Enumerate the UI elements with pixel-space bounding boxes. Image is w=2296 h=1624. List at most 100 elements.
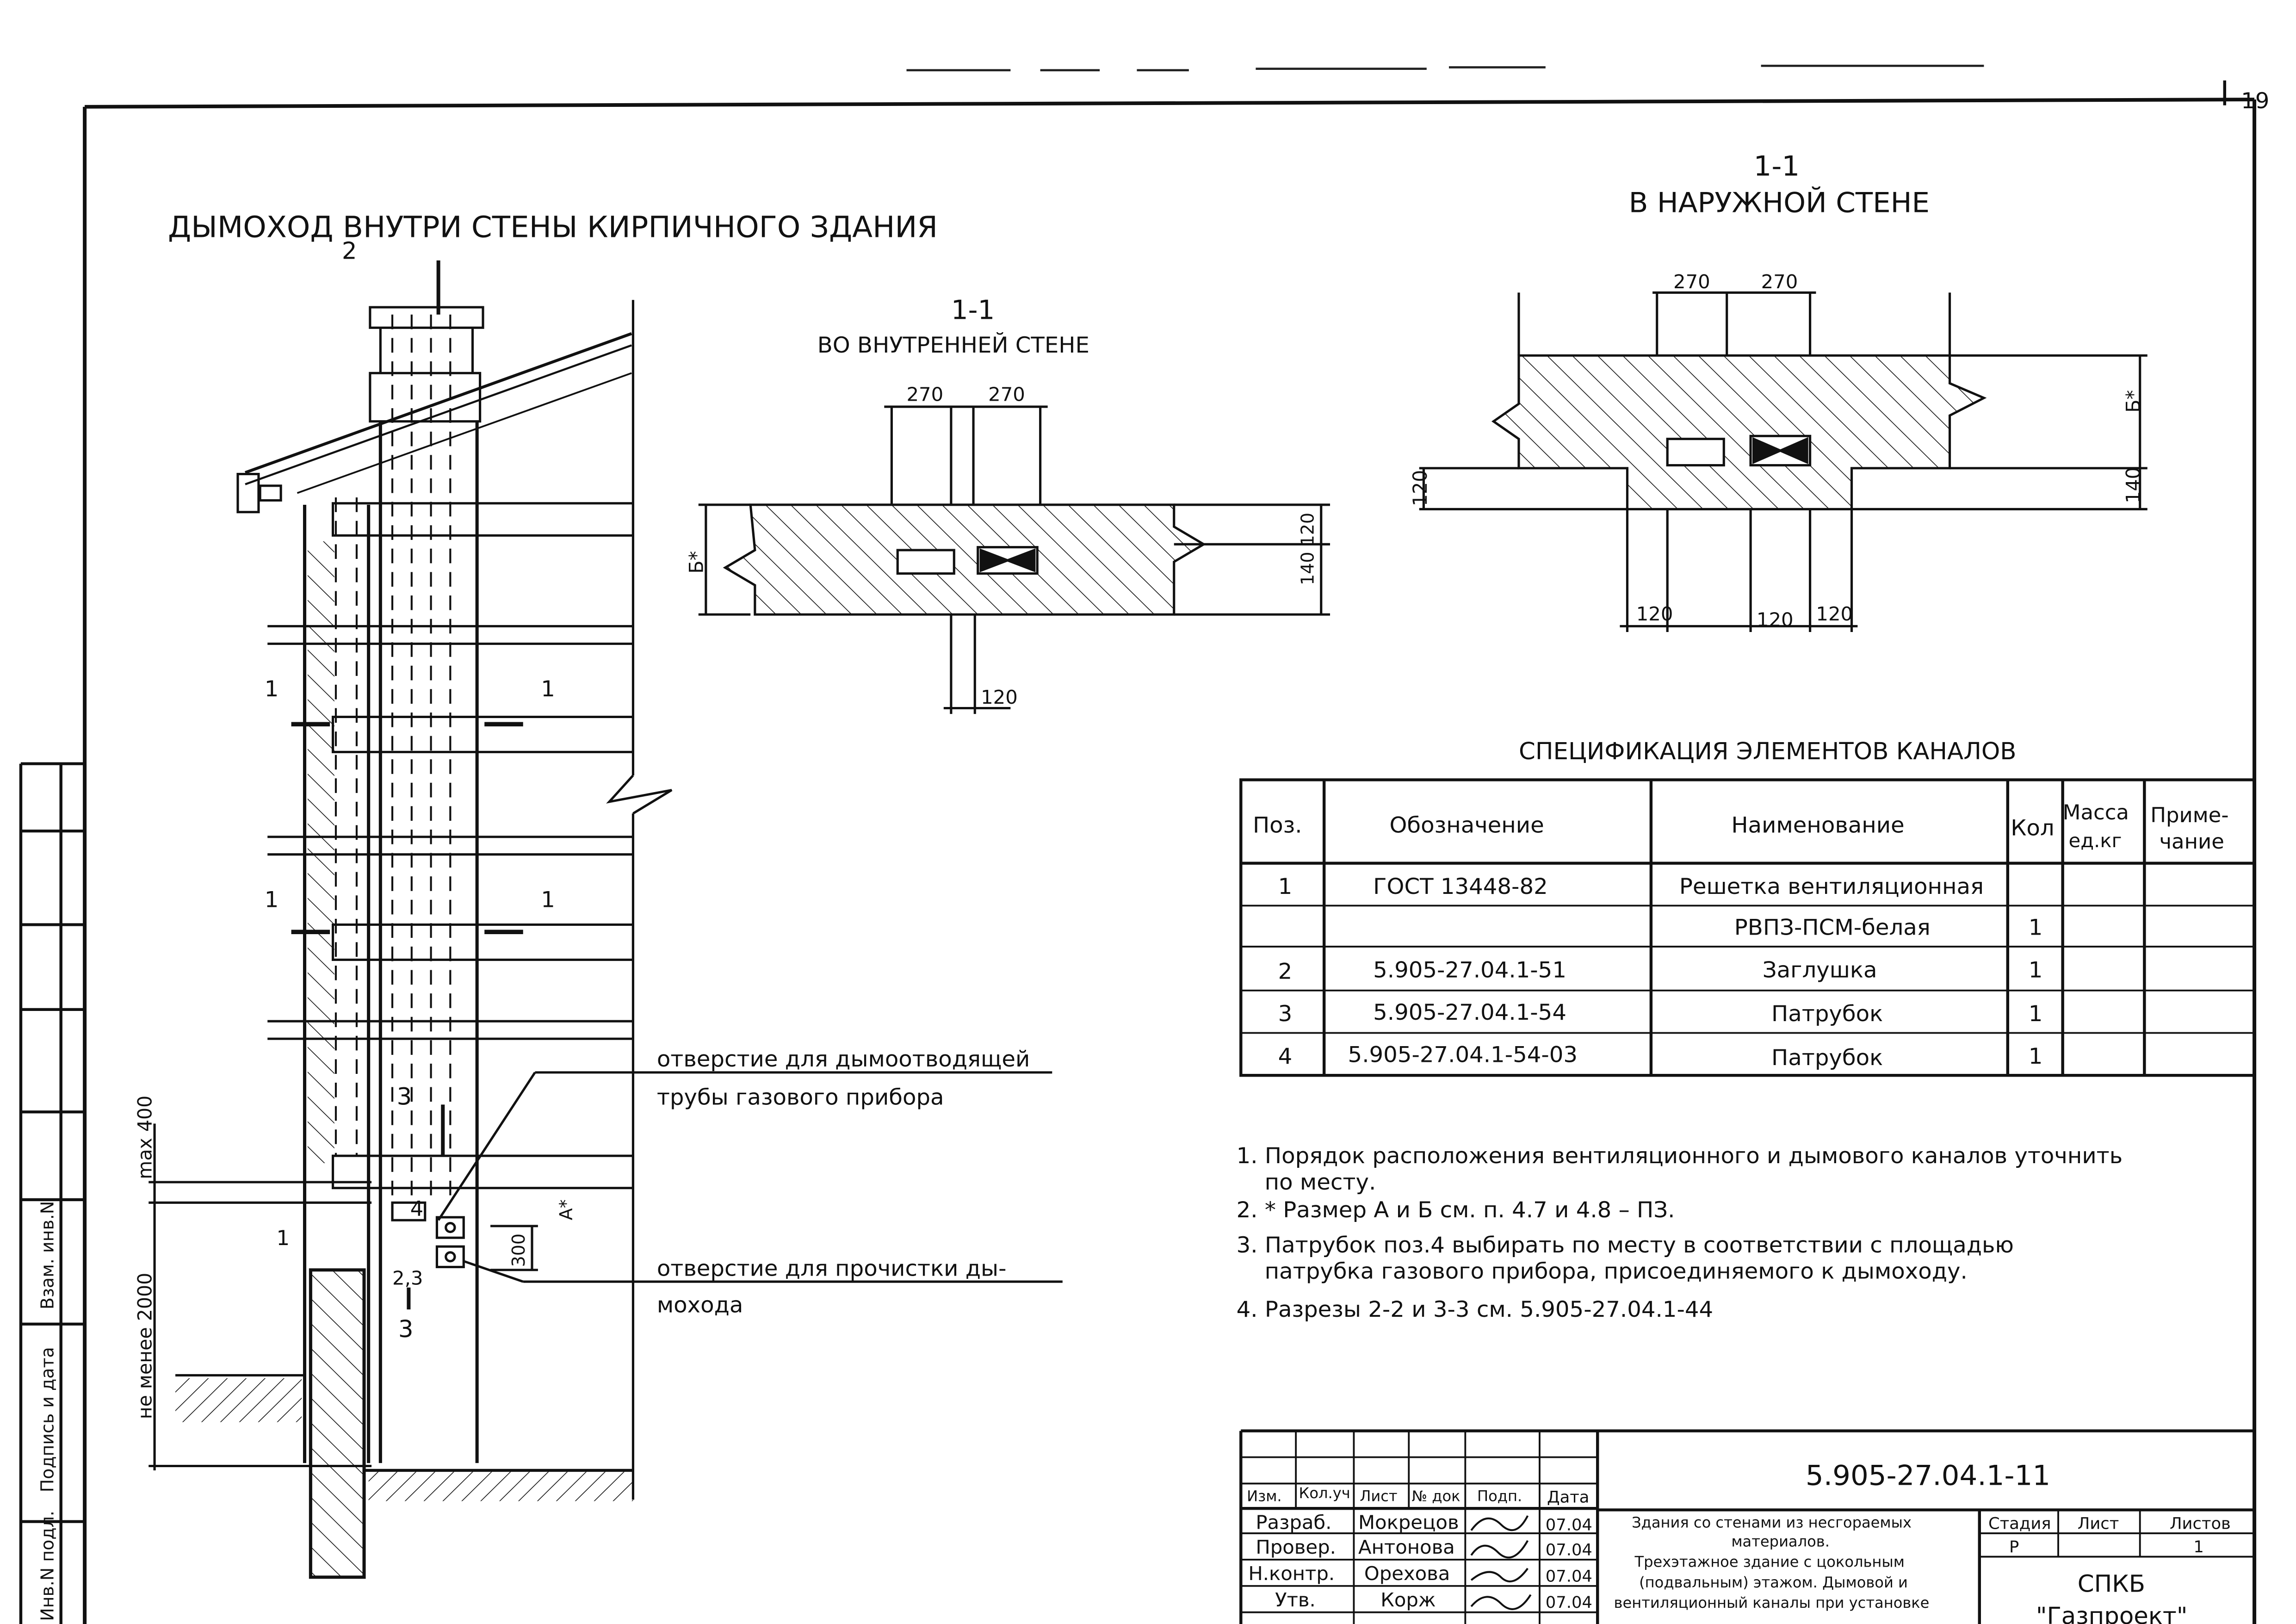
tb-date-developer: 07.04: [1546, 1516, 1592, 1535]
spec-row-2-qty: 1: [2029, 915, 2043, 941]
spec-row-4-name: Патрубок: [1771, 1002, 1883, 1027]
stamp-replace-inv: Взам. инв.N: [37, 1201, 58, 1309]
elevation-view: [149, 260, 1063, 1579]
callout-smoke-pipe-1: отверстие для дымоотводящей: [657, 1047, 1030, 1072]
title-block-description: Здания со стенами из несгораемых материа…: [1614, 1514, 1930, 1612]
notes-block: 1. Порядок расположения вентиляционного …: [1237, 1143, 2123, 1322]
outer-section-num: 1-1: [1754, 150, 1800, 182]
dim-min-2000: не менее 2000: [134, 1273, 156, 1419]
inner-dim-270b: 270: [988, 384, 1025, 406]
dim-max-400: max 400: [134, 1096, 156, 1179]
outer-wall-section: [1419, 291, 2147, 632]
callout-cleaning-1: отверстие для прочистки ды-: [657, 1256, 1007, 1282]
tb-sheet-label: Лист: [2078, 1514, 2119, 1533]
stamp-signature-date: Подпись и дата: [37, 1347, 58, 1492]
stamp-original-inv: Инв.N подл.: [37, 1511, 58, 1621]
callout-cleaning-2: мохода: [657, 1293, 743, 1318]
cut-label-2: 2: [342, 238, 357, 265]
main-title: ДЫМОХОД ВНУТРИ СТЕНЫ КИРПИЧНОГО ЗДАНИЯ: [168, 211, 938, 244]
title-block-grid: [1239, 1429, 2255, 1624]
spec-header-note-1: Приме-: [2150, 803, 2228, 827]
spec-row-1-name: Решетка вентиляционная: [1679, 874, 1984, 899]
dim-300: 300: [509, 1233, 529, 1267]
spec-row-1-pos: 1: [1278, 874, 1293, 899]
spec-header-code: Обозначение: [1389, 813, 1544, 838]
inner-dim-270a: 270: [907, 384, 944, 406]
tb-desc-line-2: материалов.: [1731, 1533, 1830, 1550]
outer-dim-b: Б*: [2122, 390, 2144, 413]
position-label-23: 2,3: [392, 1267, 423, 1289]
cut-label-3-top: 3: [397, 1084, 412, 1111]
outer-section-title: В НАРУЖНОЙ СТЕНЕ: [1629, 186, 1930, 219]
outer-dim-120b: 120: [1757, 609, 1794, 631]
tb-role-checker: Провер.: [1256, 1537, 1336, 1559]
outer-dim-120c: 120: [1816, 603, 1853, 625]
top-edge-line: [906, 64, 1984, 72]
inner-section-title: ВО ВНУТРЕННЕЙ СТЕНЕ: [817, 332, 1089, 358]
tb-stage-label: Стадия: [1988, 1514, 2051, 1533]
cut-label-1-left: 1: [265, 677, 279, 702]
callout-smoke-pipe-2: трубы газового прибора: [657, 1085, 944, 1110]
spec-row-4-pos: 3: [1278, 1002, 1293, 1027]
tb-desc-line-4: (подвальным) этажом. Дымовой и: [1639, 1574, 1908, 1591]
sheet-frame: [83, 80, 2257, 1624]
note-1-line-1: 1. Порядок расположения вентиляционного …: [1237, 1143, 2123, 1169]
note-4: 4. Разрезы 2-2 и 3-3 см. 5.905-27.04.1-4…: [1237, 1297, 1714, 1322]
tb-org-line-2: "Газпроект": [2036, 1603, 2188, 1624]
tb-header-sign: Подп.: [1477, 1488, 1522, 1505]
tb-role-approver: Утв.: [1275, 1589, 1316, 1611]
cut-label-1b-left: 1: [265, 887, 279, 913]
spec-title: СПЕЦИФИКАЦИЯ ЭЛЕМЕНТОВ КАНАЛОВ: [1519, 738, 2017, 766]
tb-org-line-1: СПКБ: [2078, 1571, 2145, 1598]
outer-dim-140: 140: [2122, 467, 2144, 503]
title-block-roles: Разраб. Мокрецов 07.04 Провер. Антонова …: [1248, 1512, 1592, 1612]
signatures: [1470, 1515, 1532, 1610]
spec-row-5-qty: 1: [2029, 1044, 2043, 1069]
tb-header-list: Лист: [1360, 1488, 1397, 1505]
tb-header-kol: Кол.уч: [1299, 1484, 1350, 1502]
spec-header-note-2: чание: [2159, 830, 2224, 854]
tb-sheets-label: Листов: [2170, 1514, 2231, 1533]
inner-dim-120: 120: [981, 686, 1018, 708]
spec-header-mass-1: Масса: [2063, 800, 2129, 824]
inner-dim-b: Б*: [685, 551, 707, 574]
tb-header-izm: Изм.: [1247, 1488, 1282, 1505]
spec-row-2-name: РВПЗ-ПСМ-белая: [1734, 915, 1931, 941]
spec-row-3-qty: 1: [2029, 958, 2043, 983]
position-label-4: 4: [410, 1197, 424, 1221]
outer-dim-120a: 120: [1636, 603, 1673, 625]
tb-date-approver: 07.04: [1546, 1593, 1592, 1612]
tb-name-checker: Антонова: [1358, 1537, 1455, 1559]
spec-row-3-pos: 2: [1278, 959, 1293, 985]
sheet-number: 19: [2241, 88, 2269, 114]
title-block-col-headers: Изм. Кол.уч Лист № док Подп. Дата: [1247, 1484, 1589, 1506]
tb-name-approver: Корж: [1380, 1589, 1436, 1611]
note-3-line-2: патрубка газового прибора, присоединяемо…: [1265, 1259, 1968, 1284]
spec-header-pos: Поз.: [1253, 813, 1302, 838]
tb-sheets-value: 1: [2193, 1537, 2203, 1556]
dim-a: А*: [556, 1199, 576, 1220]
spec-row-5-pos: 4: [1278, 1044, 1293, 1069]
tb-role-developer: Разраб.: [1256, 1512, 1331, 1534]
tb-header-doc: № док: [1412, 1488, 1461, 1505]
spec-row-4-code: 5.905-27.04.1-54: [1373, 1000, 1566, 1025]
spec-row-4-qty: 1: [2029, 1002, 2043, 1027]
outer-dim-270b: 270: [1761, 271, 1798, 293]
spec-row-5-name: Патрубок: [1771, 1045, 1883, 1071]
side-stamp: [19, 762, 87, 1624]
note-2: 2. * Размер А и Б см. п. 4.7 и 4.8 – ПЗ.: [1237, 1197, 1675, 1223]
tb-role-norm-control: Н.контр.: [1248, 1562, 1335, 1585]
outer-dim-270a: 270: [1673, 271, 1710, 293]
inner-dim-140-120: 140 120: [1298, 513, 1318, 585]
spec-row-1-code: ГОСТ 13448-82: [1373, 874, 1548, 899]
note-1-line-2: по месту.: [1265, 1170, 1376, 1195]
inner-section-num: 1-1: [951, 295, 995, 325]
spec-header-qty: Кол: [2011, 816, 2054, 841]
spec-header-name: Наименование: [1731, 813, 1904, 838]
drawing-code: 5.905-27.04.1-11: [1806, 1460, 2050, 1492]
tb-desc-line-3: Трехэтажное здание с цокольным: [1634, 1553, 1905, 1571]
inner-wall-section: [698, 405, 1331, 714]
spec-row-3-code: 5.905-27.04.1-51: [1373, 958, 1566, 983]
spec-rows: 1 ГОСТ 13448-82 Решетка вентиляционная Р…: [1278, 874, 2043, 1071]
